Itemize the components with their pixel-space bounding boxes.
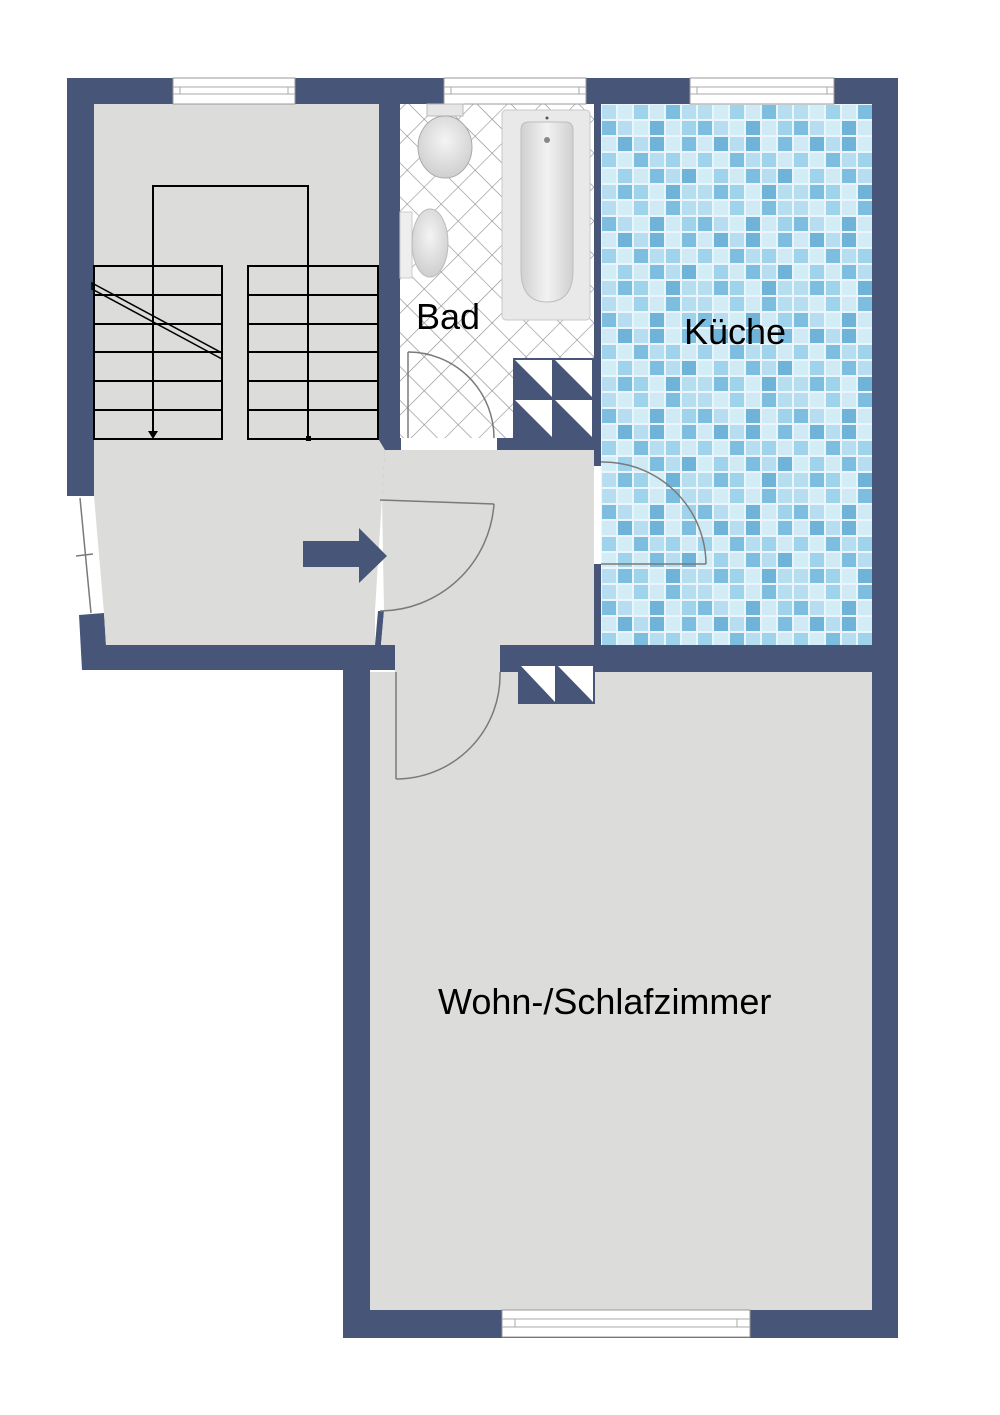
- room-label-wohn-schlafzimmer: Wohn-/Schlafzimmer: [438, 981, 772, 1022]
- door-stair-exterior[interactable]: [75, 497, 94, 614]
- stair-start-marker: [306, 436, 311, 441]
- door-wohn[interactable]: [395, 671, 501, 780]
- ventilation-shaft-icon: [513, 358, 594, 440]
- floors: [94, 104, 872, 1310]
- bathtub-icon: [501, 109, 591, 321]
- stair-arrow-icon: [148, 431, 158, 439]
- door-kueche[interactable]: [600, 461, 707, 565]
- entrance-arrow-icon: [303, 528, 387, 583]
- window-stair: [172, 77, 296, 105]
- window-kueche: [689, 77, 835, 105]
- room-label-bad: Bad: [416, 296, 481, 337]
- door-bad[interactable]: [407, 351, 495, 439]
- toilet-icon: [417, 103, 473, 179]
- staircase: [91, 185, 379, 440]
- door-entrance[interactable]: [379, 499, 495, 612]
- ventilation-shaft-icon: [518, 666, 595, 704]
- window-wohn: [501, 1309, 751, 1338]
- washbasin-icon: [399, 208, 449, 279]
- window-bad: [443, 77, 587, 105]
- room-label-kueche: Küche: [684, 311, 787, 352]
